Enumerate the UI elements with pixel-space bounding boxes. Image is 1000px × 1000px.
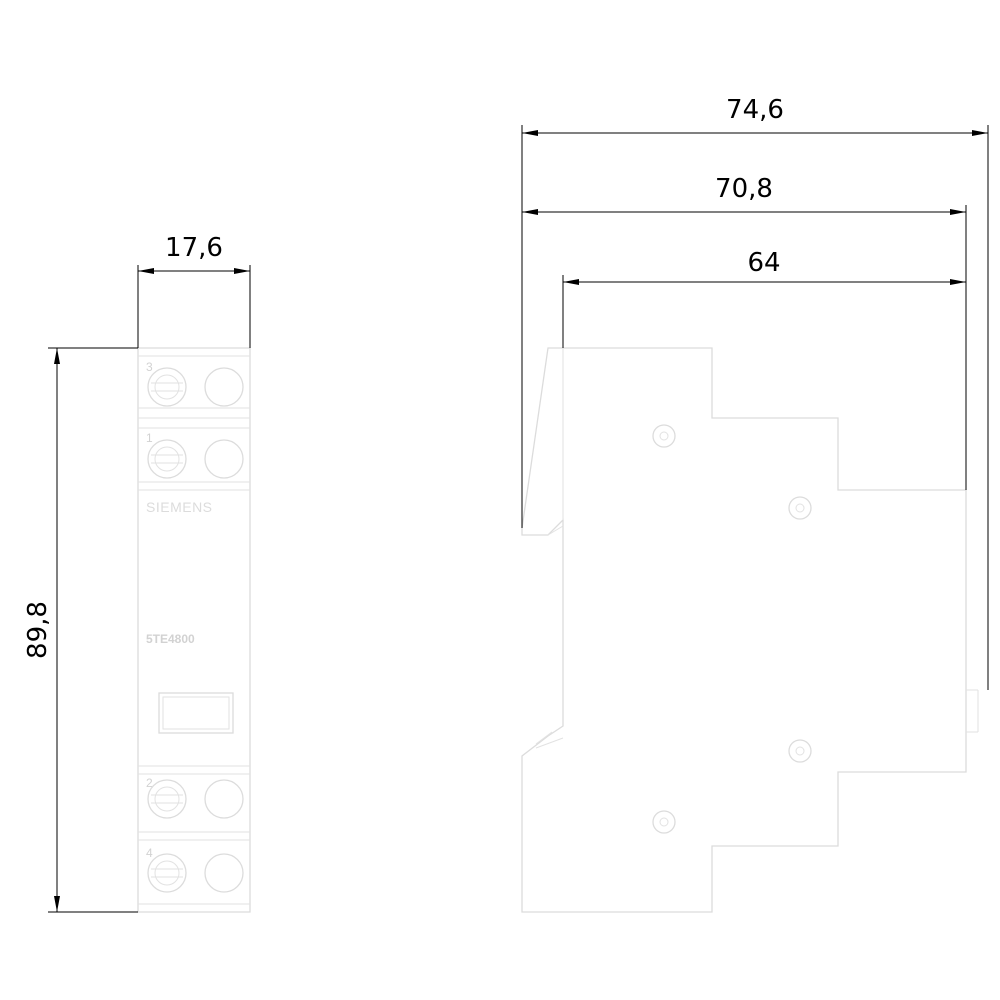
- terminal-block-3: 3: [138, 355, 250, 419]
- terminal-block-4: 4: [138, 839, 250, 905]
- terminal-hole-icon: [204, 853, 244, 893]
- dimension-depth-mid: 70,8: [522, 174, 967, 490]
- terminal-label-3: 3: [146, 360, 153, 374]
- terminal-hole-icon: [204, 779, 244, 819]
- screw-terminal-icon: [147, 779, 187, 819]
- terminal-label-4: 4: [146, 846, 153, 860]
- dimension-label-height: 89,8: [23, 601, 53, 659]
- model-label: 5TE4800: [146, 632, 195, 646]
- rivet-icon: [788, 739, 812, 763]
- dimension-label-width: 17,6: [165, 233, 223, 263]
- dimension-depth-inner: 64: [562, 248, 966, 348]
- screw-terminal-icon: [147, 853, 187, 893]
- front-view: 3 1 SIEMENS 5TE4800 2: [137, 347, 251, 913]
- terminal-hole-icon: [204, 367, 244, 407]
- dimension-label-depth-total: 74,6: [726, 95, 784, 125]
- terminal-block-1: 1: [138, 427, 250, 491]
- screw-terminal-icon: [147, 439, 187, 479]
- terminal-label-2: 2: [146, 776, 153, 790]
- dimension-label-depth-inner: 64: [747, 248, 780, 278]
- rivet-icon: [652, 424, 676, 448]
- switch-window: [158, 692, 234, 734]
- side-view: [521, 347, 979, 913]
- terminal-block-2: 2: [138, 765, 250, 833]
- dimension-label-depth-mid: 70,8: [715, 174, 773, 204]
- rivet-icon: [788, 496, 812, 520]
- dimension-height-front: 89,8: [23, 347, 138, 913]
- rivet-icon: [652, 810, 676, 834]
- screw-terminal-icon: [147, 367, 187, 407]
- terminal-hole-icon: [204, 439, 244, 479]
- dimension-depth-total: 74,6: [521, 95, 989, 690]
- brand-logo: SIEMENS: [146, 499, 213, 515]
- terminal-label-1: 1: [146, 431, 153, 445]
- dimension-width-front: 17,6: [137, 233, 251, 348]
